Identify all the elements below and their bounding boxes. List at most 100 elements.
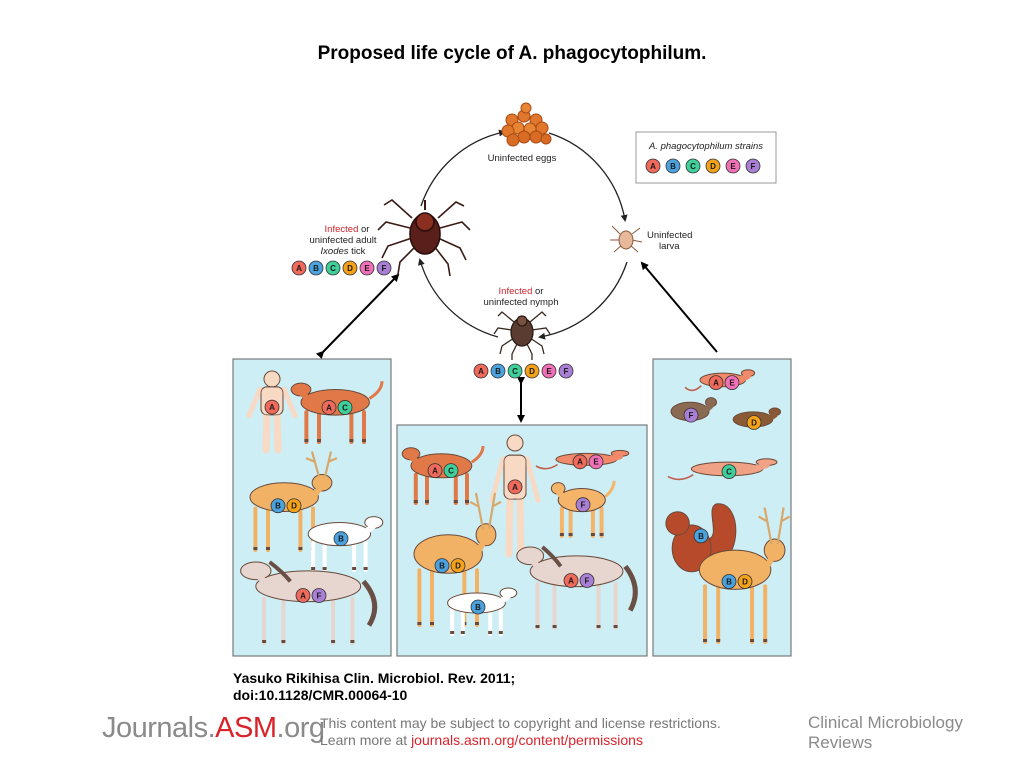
copyright-notice: This content may be subject to copyright…	[320, 715, 721, 749]
strain-badge-a: A	[572, 454, 588, 470]
strain-badge-b: B	[434, 558, 450, 573]
strain-letter: D	[710, 162, 716, 171]
eggs-label: Uninfected eggs	[488, 153, 557, 164]
nymph-label-line1: Infected or	[499, 286, 544, 297]
citation-doi[interactable]: doi:10.1128/CMR.00064-10	[233, 687, 408, 703]
strain-letter: C	[512, 367, 518, 376]
strain-letter: E	[730, 162, 736, 171]
strain-letter: C	[726, 468, 732, 477]
strain-badge-c: C	[337, 400, 353, 415]
strain-letter: D	[742, 577, 748, 586]
adult-label-line3: Ixodes tick	[321, 246, 366, 257]
strain-badge-a: A	[291, 260, 307, 276]
strain-badge-d: D	[705, 158, 721, 174]
strain-letter: D	[455, 562, 461, 571]
strain-badge-d: D	[524, 363, 540, 379]
strain-badge-f: F	[579, 573, 595, 588]
strain-badge-c: C	[325, 260, 341, 276]
strain-badge-e: E	[588, 454, 604, 470]
strain-badge-a: A	[708, 375, 724, 391]
strain-letter: E	[729, 379, 735, 388]
deer-illustration	[698, 507, 791, 644]
strain-letter: D	[347, 264, 353, 273]
strain-letter: B	[475, 603, 481, 612]
strain-badge-d: D	[342, 260, 358, 276]
strain-badge-f: F	[311, 588, 327, 603]
strain-letter: B	[670, 162, 676, 171]
strain-letter: B	[275, 502, 281, 511]
strain-letter: C	[342, 403, 348, 412]
strain-badge-f: F	[376, 260, 392, 276]
strain-letter: B	[313, 264, 319, 273]
strain-letter: A	[478, 367, 484, 376]
cat-illustration	[550, 480, 616, 538]
strain-badge-a: A	[563, 573, 579, 588]
strain-badge-d: D	[450, 558, 466, 573]
figure-title: Proposed life cycle of A. phagocytophilu…	[317, 43, 707, 64]
strain-letter: E	[364, 264, 370, 273]
journal-line2: Reviews	[808, 733, 873, 752]
strain-badge-f: F	[575, 497, 591, 513]
adult-tick-word: tick	[349, 246, 366, 257]
strain-letter: C	[690, 162, 696, 171]
arc-larva-to-nymph	[538, 261, 628, 340]
strain-letter: D	[291, 502, 297, 511]
left-host-human: A	[246, 370, 298, 454]
strain-badge-b: B	[308, 260, 324, 276]
strain-badge-b: B	[490, 363, 506, 379]
adult-infected-word: Infected	[325, 224, 359, 235]
arrow-left-hosts-adult	[315, 273, 400, 360]
adult-tick-illustration	[377, 199, 471, 277]
strain-badge-e: E	[541, 363, 557, 379]
vole-illustration	[732, 407, 782, 428]
eggs-illustration	[501, 102, 552, 147]
strain-letter: F	[689, 411, 694, 420]
strain-letter: D	[751, 418, 757, 427]
strain-letter: C	[330, 264, 336, 273]
nymph-label-line2: uninfected nymph	[484, 297, 559, 308]
strain-badge-a: A	[295, 588, 311, 603]
strain-letter: A	[326, 403, 332, 412]
arrow-right-hosts-larva	[640, 261, 718, 353]
strain-badge-a: A	[473, 363, 489, 379]
logo-suffix: .org	[276, 712, 325, 744]
logo-brand: ASM	[215, 712, 277, 744]
center-host-cat: F	[550, 480, 616, 538]
strain-badge-a: A	[321, 400, 337, 415]
strain-badge-f: F	[683, 407, 699, 423]
strain-letter: A	[650, 162, 656, 171]
nymph-illustration	[493, 311, 551, 360]
strain-letter: A	[713, 379, 719, 388]
strain-badge-f: F	[558, 363, 574, 379]
deer-illustration	[249, 451, 338, 552]
dog-illustration	[401, 445, 485, 505]
larva-illustration	[610, 225, 643, 253]
strain-badge-a: A	[427, 463, 443, 479]
permissions-link[interactable]: journals.asm.org/content/permissions	[411, 732, 643, 748]
journals-asm-logo[interactable]: Journals.ASM.org	[102, 712, 325, 745]
strain-badge-c: C	[685, 158, 701, 174]
arc-nymph-to-adult	[418, 258, 499, 338]
strain-letter: D	[529, 367, 535, 376]
strain-letter: A	[568, 576, 574, 585]
adult-or-word: or	[358, 224, 369, 235]
strain-badge-b: B	[721, 574, 737, 589]
strain-letter: F	[751, 162, 756, 171]
strain-badge-a: A	[507, 479, 523, 495]
nymph-infected-word: Infected	[499, 286, 533, 297]
strain-letter: B	[495, 367, 501, 376]
adult-label-line1: Infected or	[325, 224, 370, 235]
strain-letter: B	[726, 577, 732, 586]
adult-genus-word: Ixodes	[321, 246, 349, 257]
strain-letter: A	[577, 458, 583, 467]
strain-badge-b: B	[693, 528, 709, 544]
strain-letter: E	[546, 367, 552, 376]
arc-adult-to-eggs	[420, 129, 506, 207]
strain-badge-e: E	[725, 158, 741, 174]
